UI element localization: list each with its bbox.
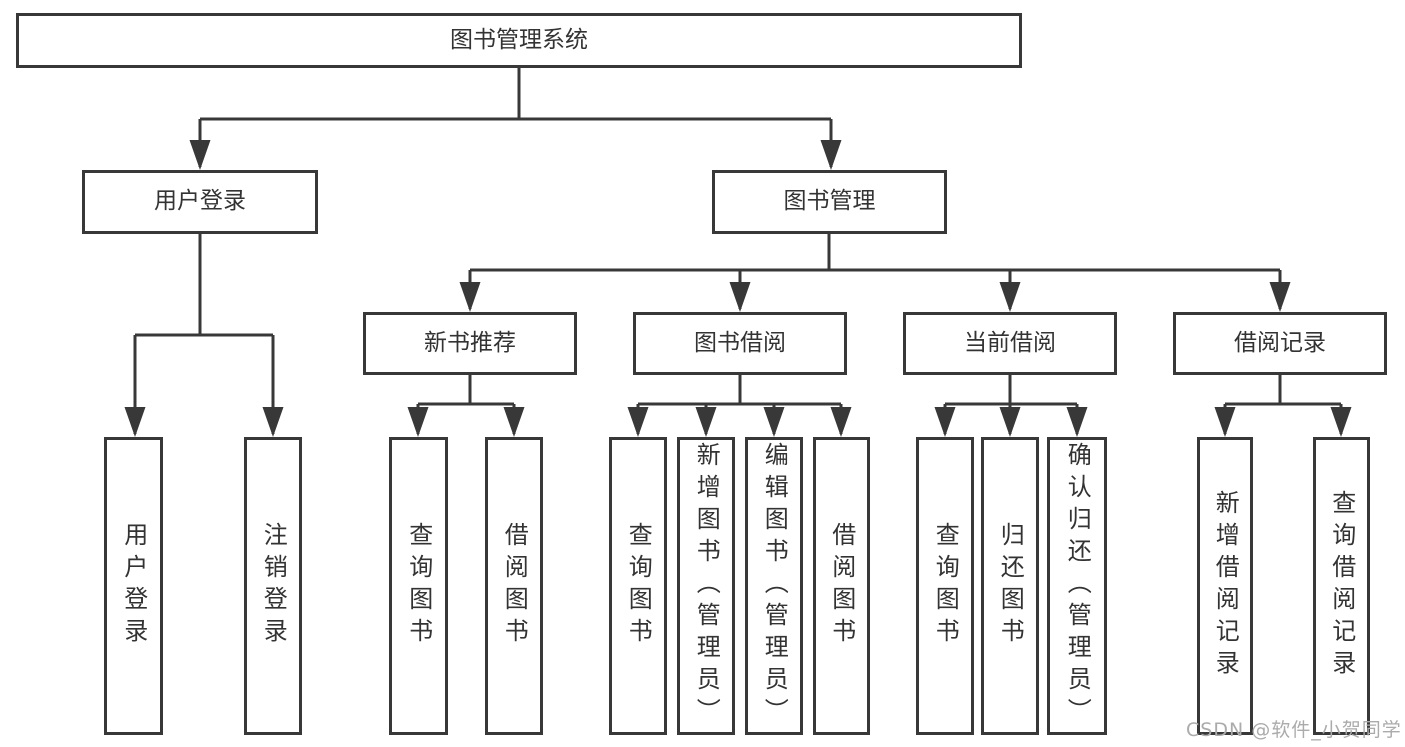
connector-book-mgmt-trunk [470,232,1280,272]
leaf-add-borrow-record: 新增借阅记录 [1197,437,1253,735]
connector-new-book-rec-trunk [418,373,514,406]
node-user-login: 用户登录 [82,170,318,234]
leaf-logout-login: 注销登录 [244,437,302,735]
node-book-borrow: 图书借阅 [633,312,847,375]
leaf-borrow-books: 借阅图书 [813,437,870,735]
leaf-borrow-books-recommend: 借阅图书 [485,437,543,735]
connector-borrow-records-trunk [1225,373,1341,406]
connector-root-trunk [200,66,831,121]
node-borrow-records: 借阅记录 [1173,312,1387,375]
csdn-watermark: CSDN @软件_小贺同学 [1186,719,1402,741]
connector-book-borrow-trunk [638,373,841,406]
node-library-system: 图书管理系统 [16,13,1022,68]
connector-current-borrow-trunk [945,373,1077,406]
leaf-query-books-current: 查询图书 [916,437,974,735]
leaf-user-login: 用户登录 [104,437,163,735]
leaf-query-books-borrow: 查询图书 [609,437,667,735]
leaf-query-borrow-record: 查询借阅记录 [1313,437,1370,735]
leaf-return-books: 归还图书 [981,437,1039,735]
node-book-management: 图书管理 [712,170,947,234]
leaf-add-books-admin: 新增图书（管理员） [677,437,735,735]
connector-user-login-trunk [135,232,273,337]
leaf-edit-books-admin: 编辑图书（管理员） [745,437,803,735]
leaf-query-books-recommend: 查询图书 [389,437,448,735]
node-new-book-recommend: 新书推荐 [363,312,577,375]
node-current-borrow: 当前借阅 [903,312,1117,375]
leaf-confirm-return-admin: 确认归还（管理员） [1047,437,1107,735]
